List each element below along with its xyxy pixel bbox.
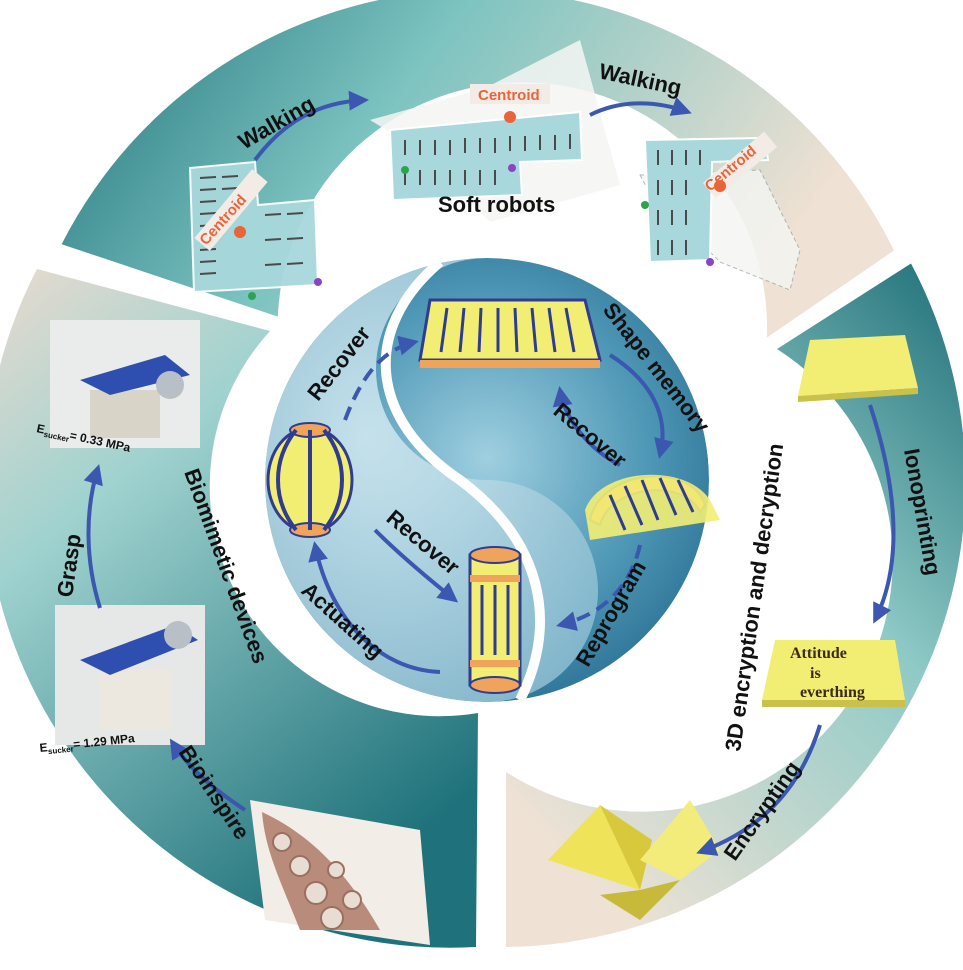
blank-sheet-icon xyxy=(798,335,918,402)
label-centroid-mid: Centroid xyxy=(478,87,540,104)
arrow-walking-left xyxy=(253,90,369,162)
label-pressure-bottom: Esucker= 1.29 MPa xyxy=(39,731,136,757)
arrow-grasp xyxy=(83,464,103,609)
lantern-icon xyxy=(266,422,354,538)
sheet-text-line2: is xyxy=(810,665,821,682)
robot-right-sheet xyxy=(639,131,801,291)
arrow-bioinspire xyxy=(169,738,247,812)
photo-gripper-top xyxy=(50,320,200,448)
arrow-recover-right xyxy=(552,386,621,467)
arch-sheet-icon xyxy=(585,474,720,540)
robot-mid-sheet xyxy=(370,40,620,222)
cylinder-icon xyxy=(468,546,522,694)
sheet-text-line3: everthing xyxy=(800,684,865,701)
label-soft-robots: Soft robots xyxy=(438,192,555,217)
right-segment xyxy=(506,263,963,947)
photo-gripper-bottom xyxy=(55,605,205,745)
pressure-bottom-subscript: sucker xyxy=(48,744,75,756)
sheet-text-line1: Attitude xyxy=(790,645,847,662)
arrow-actuating xyxy=(308,541,441,674)
arrow-encrypting xyxy=(696,724,822,856)
arrow-ionoprinting xyxy=(868,404,896,624)
arrow-shape-memory xyxy=(608,353,674,459)
arrow-recover-top xyxy=(343,335,419,421)
pressure-bottom-value: = 1.29 MPa xyxy=(72,731,135,751)
folded-origami-icon xyxy=(548,800,720,920)
arrow-walking-right xyxy=(589,97,692,117)
printed-sheet-icon xyxy=(762,640,905,707)
yin-yang-divider xyxy=(380,258,545,702)
arrow-recover-left xyxy=(373,528,459,603)
robot-left-sheet xyxy=(188,160,322,300)
photo-octopus-tentacle xyxy=(250,800,430,945)
grid-sheet-icon xyxy=(418,298,602,368)
